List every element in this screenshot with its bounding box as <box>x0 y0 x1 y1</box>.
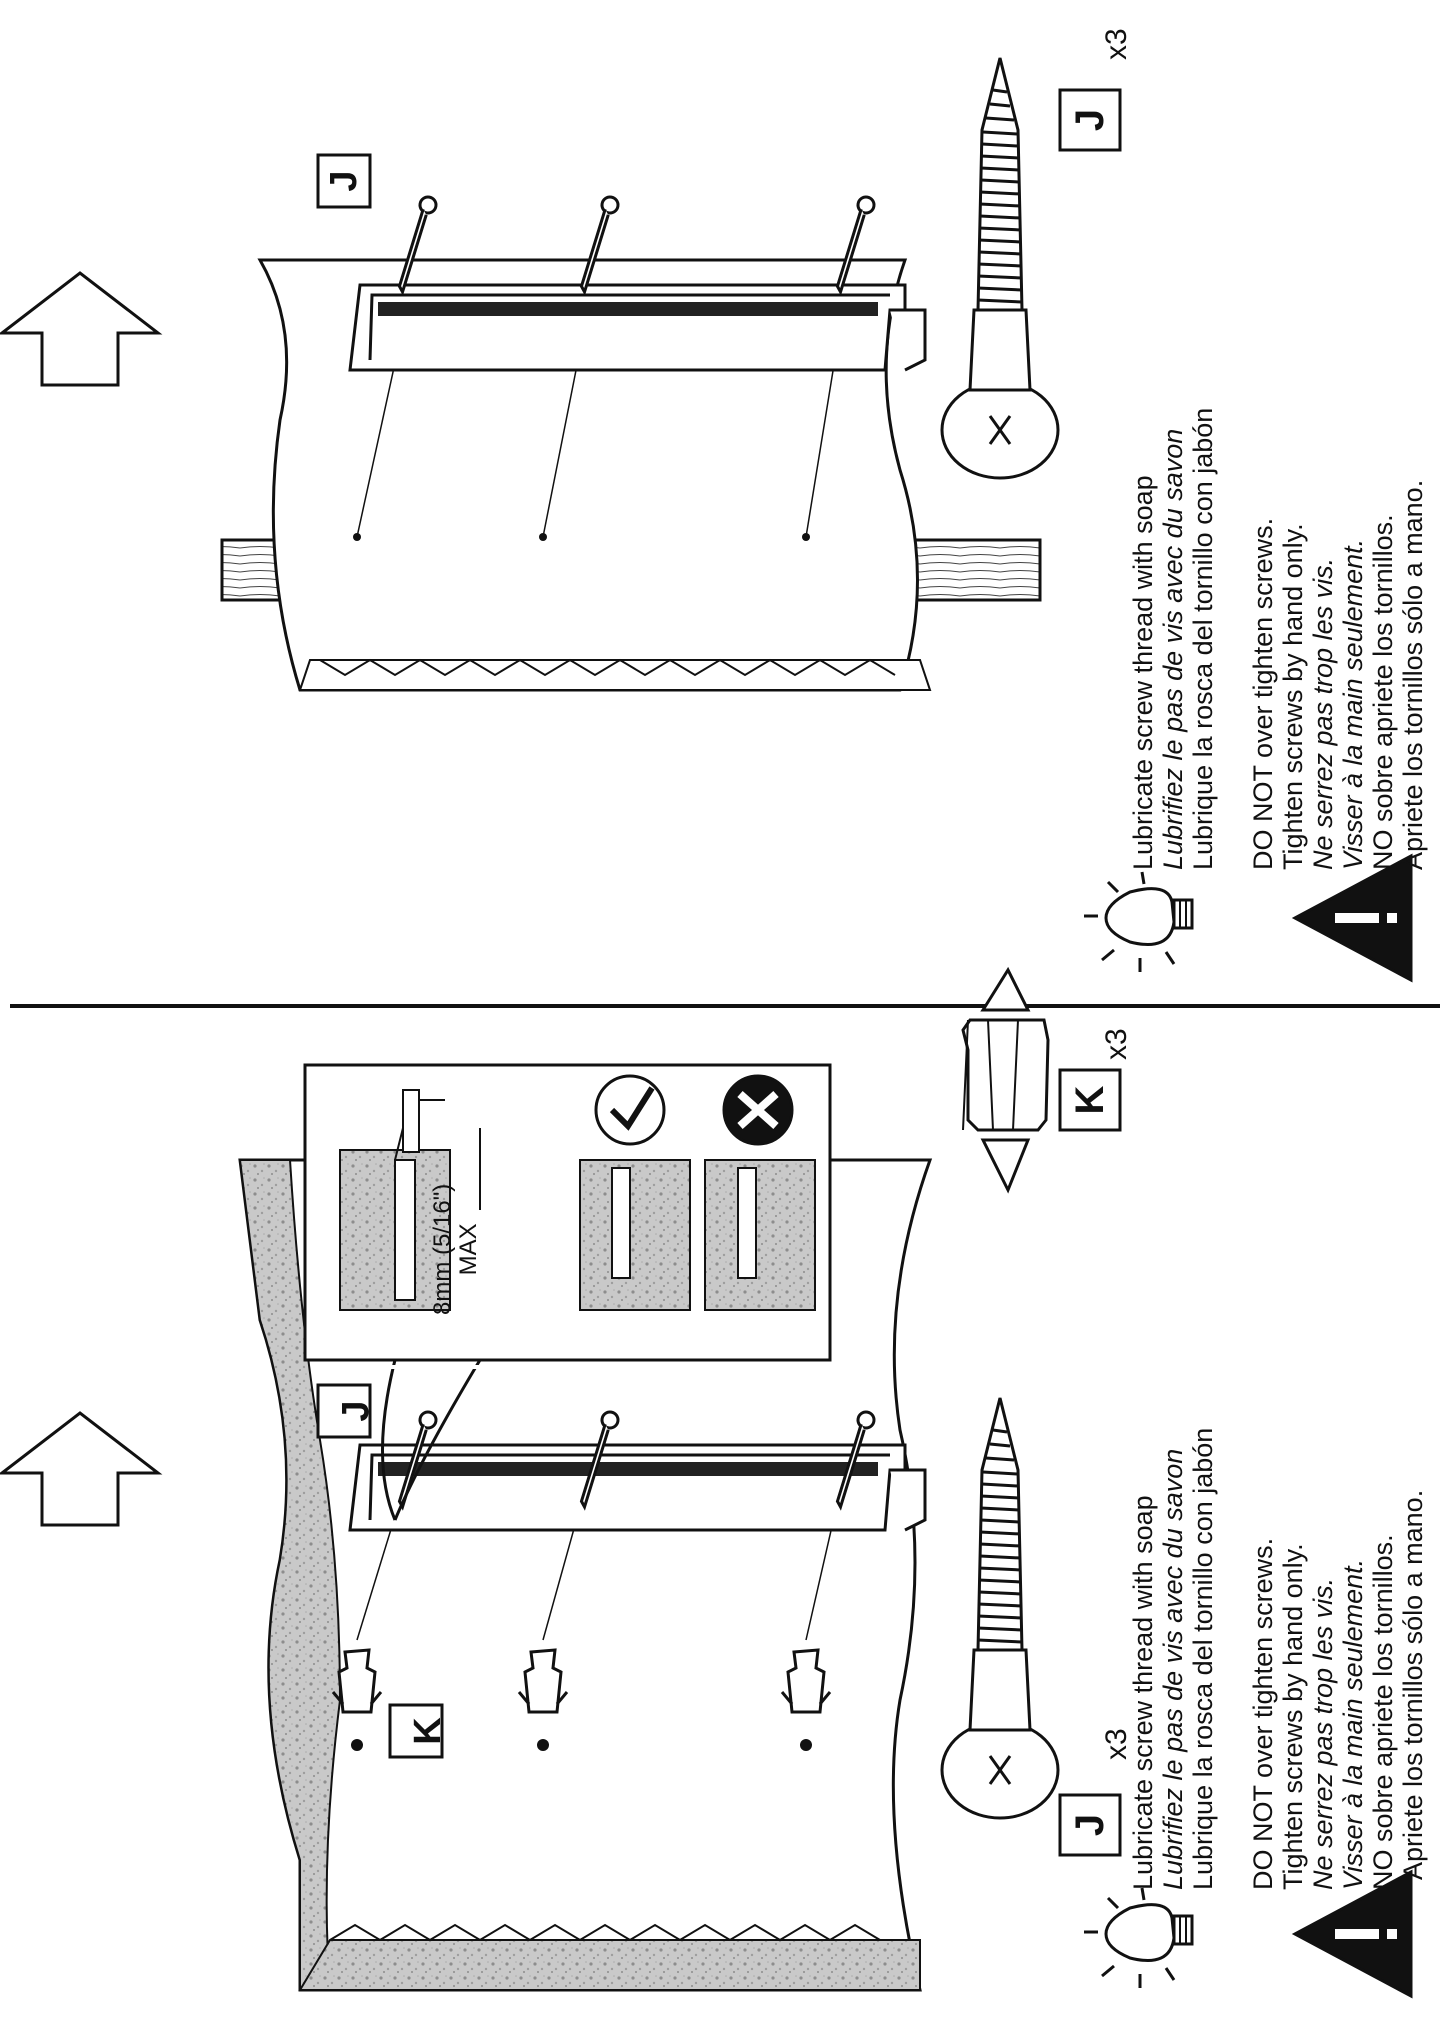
part-label-j-drill: J <box>335 1400 377 1421</box>
part-label-j-2: J <box>1068 109 1112 131</box>
part-label-k-anchor: K <box>407 1717 449 1745</box>
warning-fr-2: Visser à la main seulement. <box>1338 1558 1368 1890</box>
tip-en: Lubricate screw thread with soap <box>1128 1495 1158 1890</box>
tip-es: Lubrique la rosca del tornillo con jabón <box>1188 1427 1218 1890</box>
step-2-diagram: J J <box>0 56 1413 982</box>
warning-es-1-2: NO sobre apriete los tornillos. <box>1368 514 1398 870</box>
warning-fr-1-2: Ne serrez pas trop les vis. <box>1308 557 1338 870</box>
step2-notes: Lubricate screw thread with soap Lubrifi… <box>1128 408 1428 870</box>
mounting-rail <box>348 1443 907 1532</box>
dimension-text: 8mm (5/16") <box>429 1183 456 1315</box>
detail-inset <box>303 1063 832 1521</box>
inset-dimension-label: 8mm (5/16") MAX <box>429 1183 482 1315</box>
tip-en-2: Lubricate screw thread with soap <box>1128 475 1158 870</box>
qty-j-step2: x3 <box>1100 28 1133 60</box>
screw-j-icon <box>940 1396 1060 1820</box>
warning-en-1: DO NOT over tighten screws. <box>1248 1537 1278 1890</box>
part-label-j-drill-2: J <box>323 170 365 191</box>
tip-bulb-icon-2 <box>1082 870 1194 974</box>
tip-es-2: Lubrique la rosca del tornillo con jabón <box>1188 407 1218 870</box>
warning-fr-2-2: Visser à la main seulement. <box>1338 538 1368 870</box>
step-arrow-icon <box>0 1411 160 1527</box>
warning-en-1-2: DO NOT over tighten screws. <box>1248 517 1278 870</box>
qty-k-step1: x3 <box>1100 1028 1133 1060</box>
correct-check-icon <box>594 1074 666 1146</box>
step-1-diagram: J K J <box>0 966 1413 1998</box>
warning-en-2: Tighten screws by hand only. <box>1278 1543 1308 1890</box>
warning-es-2-2: Apriete los tornillos sólo a mano. <box>1398 479 1428 870</box>
warning-es-2: Apriete los tornillos sólo a mano. <box>1398 1489 1428 1880</box>
warning-en-2-2: Tighten screws by hand only. <box>1278 523 1308 870</box>
tip-fr: Lubrifiez le pas de vis avec du savon <box>1158 1448 1188 1890</box>
screw-j-icon-2 <box>940 56 1060 480</box>
mounting-rail-2 <box>348 283 907 372</box>
part-label-k: K <box>1068 1085 1112 1114</box>
step-arrow-icon-2 <box>0 271 160 387</box>
tip-bulb-icon <box>1082 1886 1194 1990</box>
tip-fr-2: Lubrifiez le pas de vis avec du savon <box>1158 428 1188 870</box>
warning-icon <box>1293 1870 1413 1998</box>
step1-notes: Lubricate screw thread with soap Lubrifi… <box>1128 1428 1428 1890</box>
warning-icon-2 <box>1293 854 1413 982</box>
warning-es-1: NO sobre apriete los tornillos. <box>1368 1534 1398 1890</box>
warning-fr-1: Ne serrez pas trop les vis. <box>1308 1577 1338 1890</box>
part-label-j: J <box>1068 1814 1112 1836</box>
wall-anchor-k-icon <box>961 966 1050 1194</box>
dimension-max: MAX <box>455 1223 482 1276</box>
